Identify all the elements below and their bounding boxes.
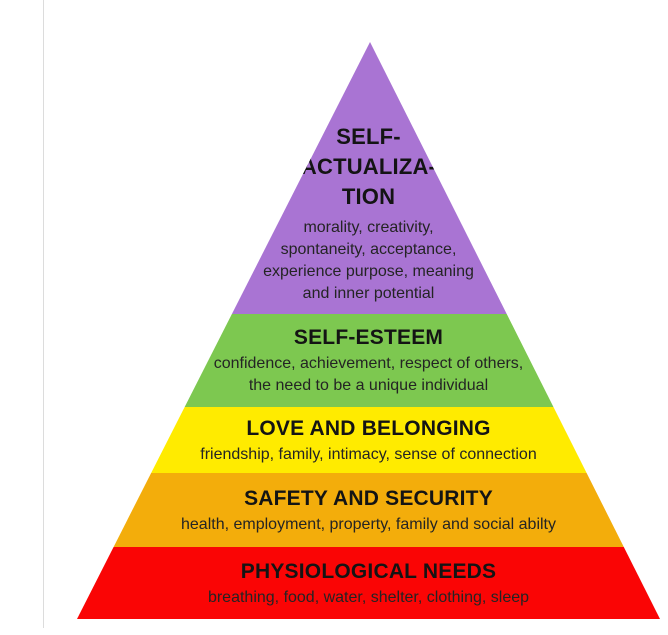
level-title: SAFETY AND SECURITY [244,485,493,512]
level-love-and-belonging: LOVE AND BELONGING friendship, family, i… [77,407,660,473]
title-line: SELF-ESTEEM [293,326,444,349]
level-description: confidence, achievement, respect of othe… [214,353,524,397]
level-title: SELF- ACTUALIZA- TION [301,122,436,212]
level-physiological-needs: PHYSIOLOGICAL NEEDS breathing, food, wat… [77,547,660,619]
level-safety-and-security: SAFETY AND SECURITY health, employment, … [77,473,660,547]
maslow-pyramid: SELF- ACTUALIZA- TION morality, creativi… [77,42,660,619]
description-line: experience purpose, meaning [263,263,474,280]
level-title: LOVE AND BELONGING [246,415,490,442]
title-line: LOVE AND BELONGING [246,416,491,440]
description-line: friendship, family, intimacy, sense of c… [200,445,537,463]
title-line: SELF- [336,124,401,149]
description-line: and inner potential [302,285,435,302]
level-self-esteem: SELF-ESTEEM confidence, achievement, res… [77,314,660,407]
page-edge-line [43,0,44,628]
description-line: the need to be a unique individual [248,377,489,394]
description-line: breathing, food, water, shelter, clothin… [207,588,530,606]
description-line: spontaneity, acceptance, [280,241,457,258]
level-description: friendship, family, intimacy, sense of c… [200,444,536,466]
level-title: SELF-ESTEEM [294,324,443,351]
title-line: ACTUALIZA- [300,154,437,179]
title-line: TION [341,184,396,209]
level-self-actualization: SELF- ACTUALIZA- TION morality, creativi… [77,42,660,314]
title-line: PHYSIOLOGICAL NEEDS [240,559,497,583]
level-description: morality, creativity, spontaneity, accep… [263,217,474,305]
level-description: health, employment, property, family and… [181,514,556,536]
level-description: breathing, food, water, shelter, clothin… [208,587,529,609]
level-title: PHYSIOLOGICAL NEEDS [241,558,496,585]
description-line: confidence, achievement, respect of othe… [213,355,524,372]
description-line: morality, creativity, [303,219,434,236]
title-line: SAFETY AND SECURITY [244,486,493,510]
description-line: health, employment, property, family and… [181,515,556,533]
